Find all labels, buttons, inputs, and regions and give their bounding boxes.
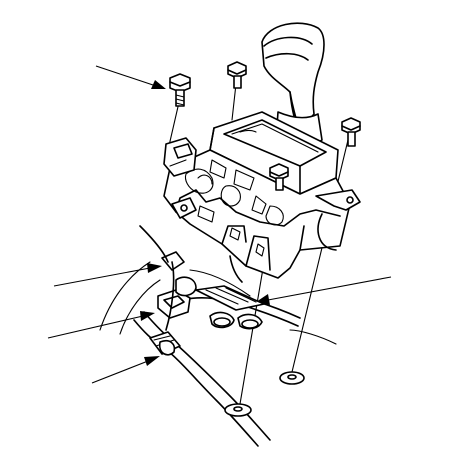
callout-leader-harness-clip-lower bbox=[91, 356, 160, 384]
cable-bracket bbox=[157, 251, 197, 319]
bolt-top-left bbox=[169, 73, 191, 107]
floor-washer-bottom bbox=[224, 403, 252, 417]
shift-housing-top-panel bbox=[209, 111, 339, 195]
shift-housing-body bbox=[163, 137, 361, 283]
callout-leader-shift-cable-end bbox=[256, 276, 392, 305]
shift-cable bbox=[177, 285, 301, 330]
shift-knob bbox=[261, 22, 325, 147]
floor-washer-right bbox=[279, 371, 305, 385]
floor-washer-mid bbox=[213, 317, 259, 329]
callout-leader-wire-clip-upper bbox=[53, 263, 162, 287]
wire-harness bbox=[133, 225, 271, 447]
bolt-top-center bbox=[227, 61, 247, 89]
bolt-center bbox=[269, 163, 289, 191]
bolt-right bbox=[341, 117, 361, 147]
floor-guides bbox=[99, 261, 337, 345]
callout-leader-bolt-top-left bbox=[95, 65, 166, 89]
